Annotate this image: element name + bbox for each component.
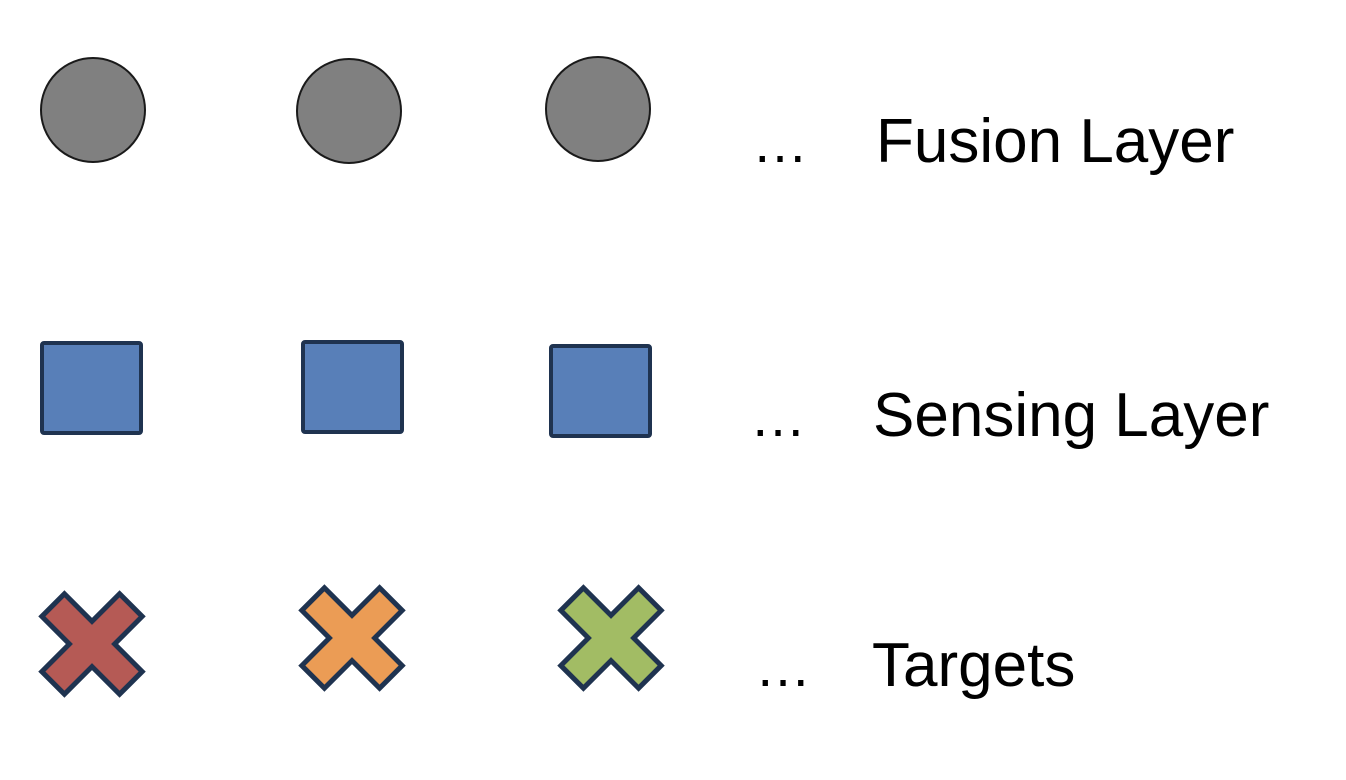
target-marker [557, 584, 665, 692]
sensing-node [301, 340, 404, 434]
targets-row: … Targets [38, 584, 1075, 700]
sensing-layer-label: Sensing Layer [873, 381, 1269, 450]
sensing-layer-row: … Sensing Layer [40, 340, 1269, 450]
fusion-node [545, 56, 651, 162]
target-marker [38, 590, 146, 698]
sensing-ellipsis: … [750, 385, 806, 448]
targets-ellipsis: … [755, 635, 811, 698]
fusion-layer-row: … Fusion Layer [40, 56, 1234, 176]
fusion-node [40, 57, 146, 163]
fusion-layer-label: Fusion Layer [876, 107, 1234, 176]
sensing-node [549, 344, 652, 438]
fusion-node [296, 58, 402, 164]
targets-label: Targets [872, 631, 1075, 700]
target-marker [298, 584, 406, 692]
sensing-node [40, 341, 143, 435]
fusion-ellipsis: … [752, 111, 808, 174]
